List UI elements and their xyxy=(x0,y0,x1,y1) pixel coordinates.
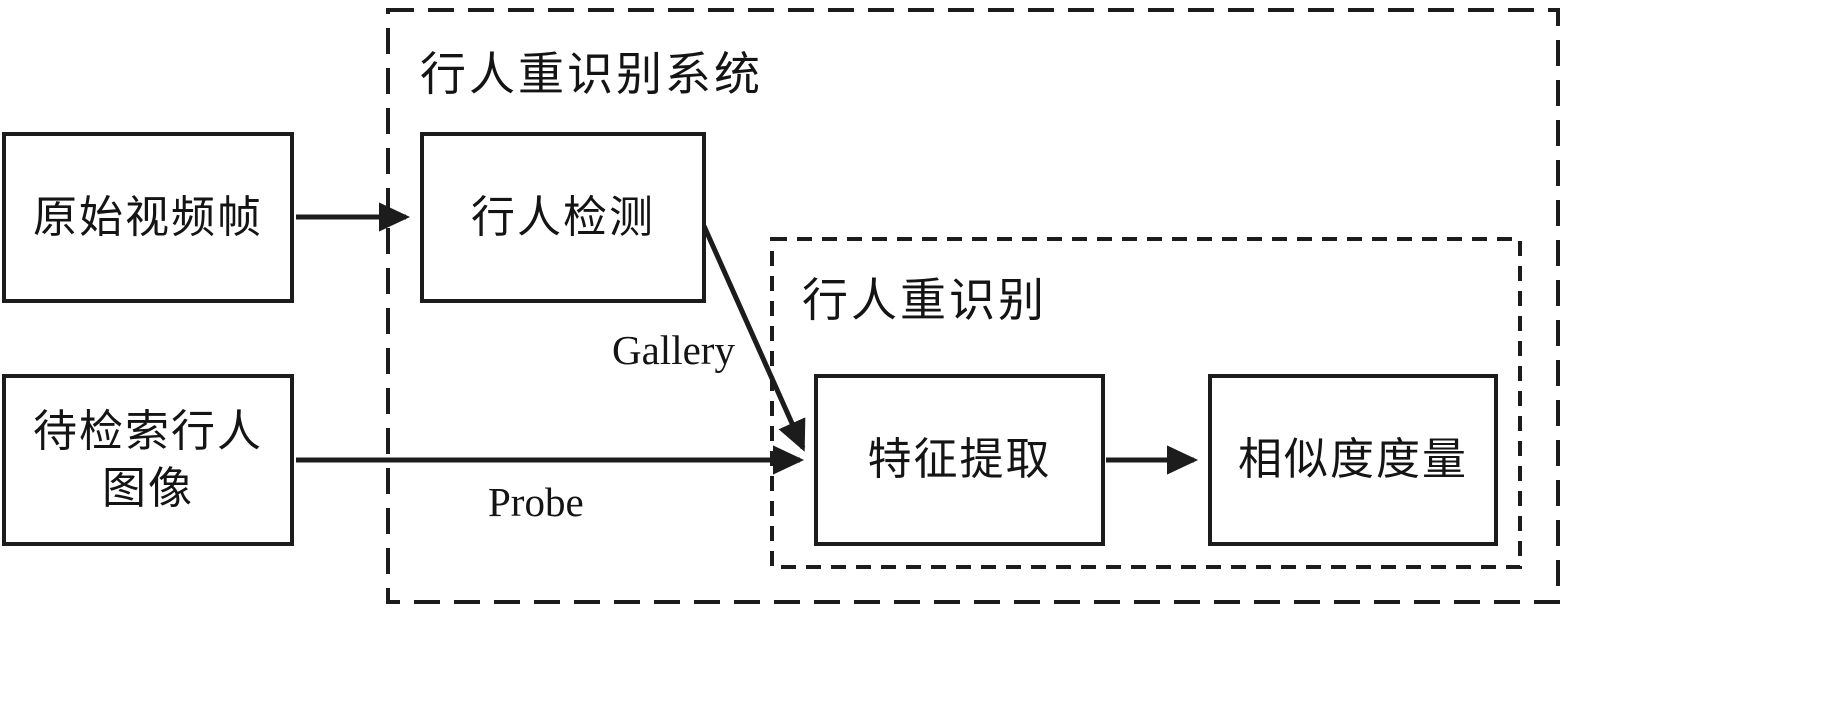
feature-extraction-box: 特征提取 xyxy=(814,374,1105,546)
gallery-edge-label: Gallery xyxy=(612,327,735,373)
query-pedestrian-image-label-line1: 待检索行人 xyxy=(33,406,263,456)
reid-system-dashed-boundary xyxy=(386,8,1560,604)
query-pedestrian-image-label-line2: 图像 xyxy=(102,464,194,513)
query-pedestrian-image-box: 待检索行人 图像 xyxy=(2,374,294,546)
feature-extraction-label: 特征提取 xyxy=(867,435,1052,485)
original-video-frame-label: 原始视频帧 xyxy=(33,192,263,242)
original-video-frame-box: 原始视频帧 xyxy=(2,132,294,303)
reid-dashed-boundary xyxy=(770,237,1522,569)
probe-edge-label: Probe xyxy=(488,479,584,525)
arrow-gallery-detection-to-feature xyxy=(701,224,806,452)
pedestrian-detection-box: 行人检测 xyxy=(420,132,706,303)
similarity-metric-label: 相似度度量 xyxy=(1238,435,1468,485)
reid-group-label: 行人重识别 xyxy=(802,274,1047,326)
similarity-metric-box: 相似度度量 xyxy=(1208,374,1498,546)
pedestrian-detection-label: 行人检测 xyxy=(471,192,655,242)
reid-system-group-label: 行人重识别系统 xyxy=(420,48,763,100)
